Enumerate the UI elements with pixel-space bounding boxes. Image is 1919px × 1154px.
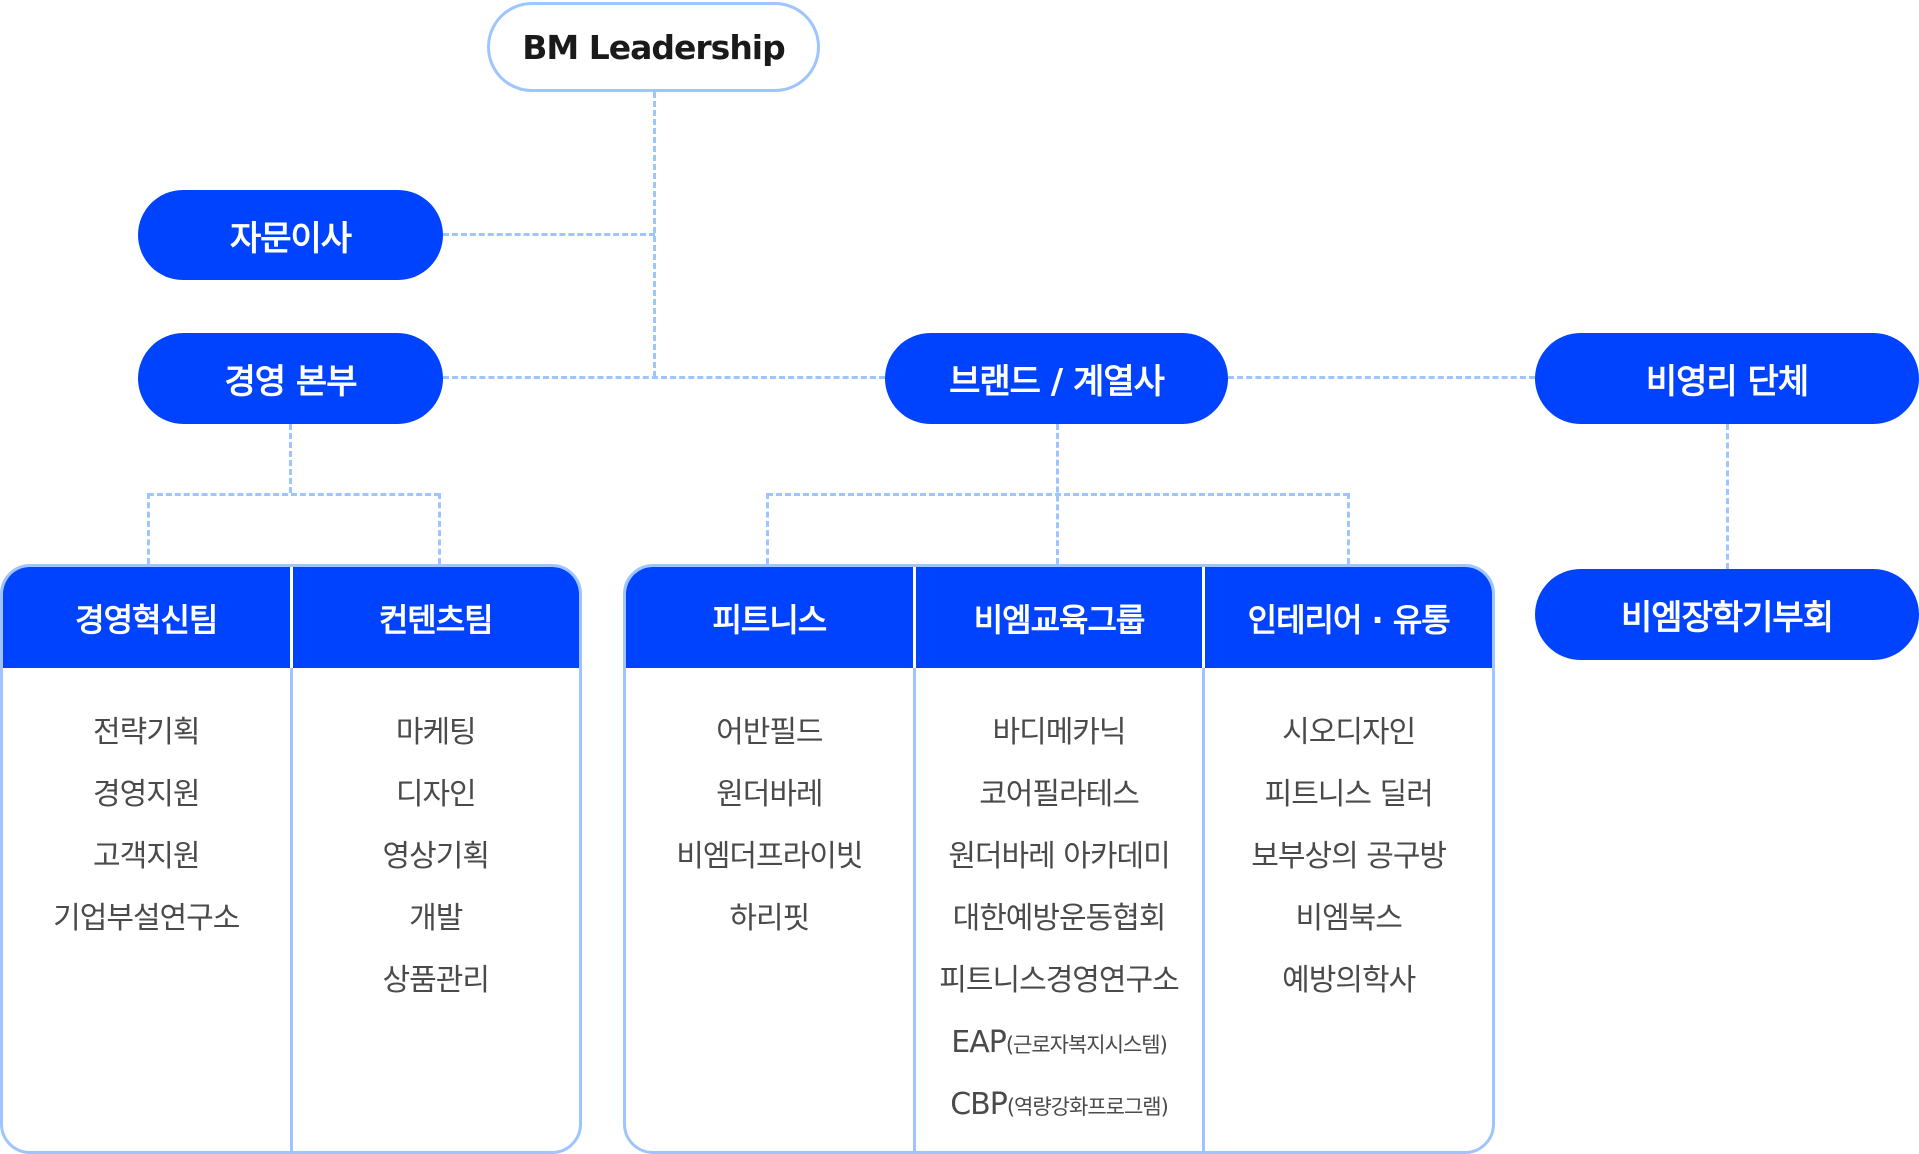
team-item: 전략기획 [93, 715, 200, 750]
connector-nonprofit-down [1726, 424, 1729, 569]
brand-items: 어반필드 원더바레 비엠더프라이빗 하리핏 [626, 668, 913, 950]
brand-groups-group: 피트니스 어반필드 원더바레 비엠더프라이빗 하리핏 비엠교육그룹 바디메카닉 … [623, 564, 1495, 1154]
brand-header: 피트니스 [626, 567, 913, 668]
team-column: 컨텐츠팀 마케팅 디자인 영상기획 개발 상품관리 [289, 567, 580, 1151]
node-management-division: 경영 본부 [138, 333, 443, 424]
team-header: 경영혁신팀 [3, 567, 290, 668]
team-item: 디자인 [395, 777, 477, 812]
brand-column: 비엠교육그룹 바디메카닉 코어필라테스 원더바레 아카데미 대한예방운동협회 피… [912, 567, 1203, 1151]
brand-item-name: 코어필라테스 [979, 777, 1140, 812]
brand-item-name: CBP [950, 1087, 1008, 1122]
brand-column: 피트니스 어반필드 원더바레 비엠더프라이빗 하리핏 [626, 567, 913, 1151]
connector-brand-right [1347, 493, 1350, 564]
connector-division-right [1228, 376, 1535, 379]
brand-item: 코어필라테스 [979, 764, 1140, 826]
brand-item: 예방의학사 [1282, 950, 1416, 1012]
team-items: 마케팅 디자인 영상기획 개발 상품관리 [293, 668, 580, 1012]
brand-item-name: 원더바레 아카데미 [948, 839, 1170, 874]
node-scholarship-foundation: 비엠장학기부회 [1535, 569, 1919, 660]
brand-item: 바디메카닉 [992, 702, 1127, 764]
connector-management-branch [148, 493, 440, 496]
team-item: 기업부설연구소 [53, 901, 240, 936]
team-item: 영상기획 [382, 839, 490, 874]
brand-item-name: 예방의학사 [1282, 963, 1416, 998]
team-item: 개발 [409, 901, 463, 936]
node-nonprofit: 비영리 단체 [1535, 333, 1919, 424]
brand-item-name: 대한예방운동협회 [952, 901, 1167, 936]
team-item: 마케팅 [395, 715, 477, 750]
brand-item: 비엠더프라이빗 [676, 826, 863, 888]
connector-division-left [443, 376, 885, 379]
connector-advisor [443, 233, 655, 236]
brand-item-note: (근로자복지시스템) [1005, 1033, 1168, 1057]
brand-item: 보부상의 공구방 [1251, 826, 1447, 888]
brand-item-name: EAP [951, 1025, 1007, 1060]
brand-item: 원더바레 [716, 764, 823, 826]
brand-header: 비엠교육그룹 [915, 567, 1203, 668]
brand-items: 바디메카닉 코어필라테스 원더바레 아카데미 대한예방운동협회 피트니스경영연구… [916, 668, 1203, 1136]
brand-item-name: 바디메카닉 [992, 715, 1127, 750]
brand-item: 원더바레 아카데미 [948, 826, 1170, 888]
brand-item-name: 원더바레 [716, 777, 823, 812]
node-bm-leadership: BM Leadership [487, 2, 820, 92]
team-header: 컨텐츠팀 [292, 567, 579, 668]
connector-brand-branch [767, 493, 1349, 496]
team-item: 경영지원 [93, 777, 200, 812]
brand-item: 어반필드 [716, 702, 823, 764]
team-column: 경영혁신팀 전략기획 경영지원 고객지원 기업부설연구소 [3, 567, 290, 1151]
connector-management-right [438, 493, 441, 564]
brand-item: CBP(역량강화프로그램) [950, 1074, 1169, 1136]
brand-item: 하리핏 [729, 888, 810, 950]
brand-item-name: 보부상의 공구방 [1251, 839, 1447, 874]
management-teams-group: 경영혁신팀 전략기획 경영지원 고객지원 기업부설연구소 컨텐츠팀 마케팅 디자… [0, 564, 582, 1154]
brand-item: 비엠북스 [1295, 888, 1402, 950]
brand-item-name: 비엠더프라이빗 [676, 839, 863, 874]
brand-item-name: 어반필드 [716, 715, 823, 750]
brand-item-name: 시오디자인 [1282, 715, 1416, 750]
connector-management-down [289, 424, 292, 493]
brand-item-name: 하리핏 [729, 901, 810, 936]
team-item: 상품관리 [382, 963, 490, 998]
brand-item: 대한예방운동협회 [952, 888, 1167, 950]
brand-item: 피트니스경영연구소 [939, 950, 1179, 1012]
team-item: 고객지원 [93, 839, 200, 874]
connector-management-left [147, 493, 150, 564]
brand-header: 인테리어 · 유통 [1205, 567, 1492, 668]
brand-column: 인테리어 · 유통 시오디자인 피트니스 딜러 보부상의 공구방 비엠북스 예방… [1202, 567, 1492, 1151]
brand-item-note: (역량강화프로그램) [1006, 1095, 1169, 1119]
team-items: 전략기획 경영지원 고객지원 기업부설연구소 [3, 668, 290, 950]
brand-item-name: 피트니스 딜러 [1264, 777, 1434, 812]
connector-brand-left [766, 493, 769, 564]
brand-item: EAP(근로자복지시스템) [951, 1012, 1168, 1074]
brand-item-name: 피트니스경영연구소 [939, 963, 1179, 998]
brand-item: 피트니스 딜러 [1264, 764, 1434, 826]
brand-item-name: 비엠북스 [1295, 901, 1402, 936]
node-brand-affiliates: 브랜드 / 계열사 [885, 333, 1228, 424]
brand-items: 시오디자인 피트니스 딜러 보부상의 공구방 비엠북스 예방의학사 [1205, 668, 1492, 1012]
brand-item: 시오디자인 [1282, 702, 1416, 764]
node-advisor: 자문이사 [138, 190, 443, 280]
